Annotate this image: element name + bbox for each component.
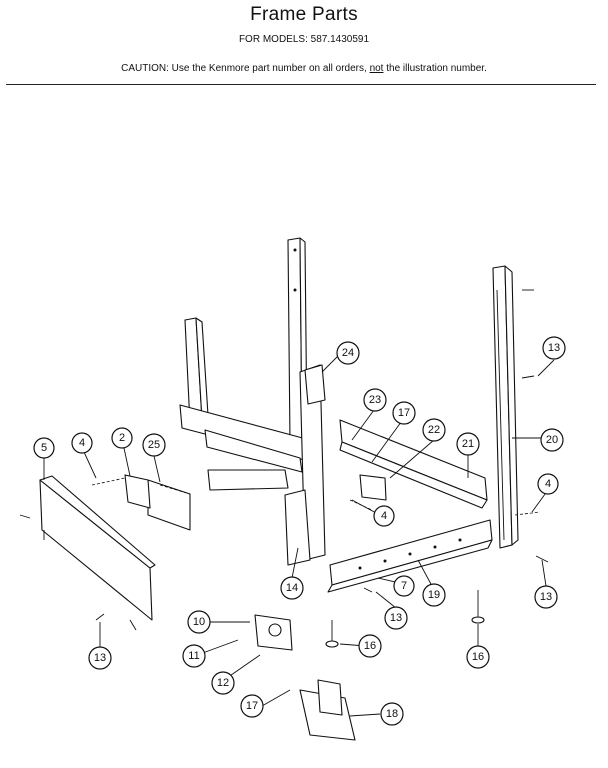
svg-text:20: 20 [546,434,558,446]
svg-text:12: 12 [217,677,229,689]
svg-text:11: 11 [188,650,199,662]
svg-text:4: 4 [381,510,387,522]
svg-text:10: 10 [193,616,205,628]
models-label: FOR MODELS: [238,34,308,45]
svg-text:14: 14 [286,582,298,594]
callout-5: 5 [33,437,55,459]
callout-10: 10 [187,610,211,634]
callout-12: 12 [211,671,235,695]
svg-text:4: 4 [79,437,85,449]
callout-2: 2 [111,427,133,449]
callout-17: 17 [240,694,264,718]
caution-emphasis: not [369,63,384,74]
callout-16: 16 [358,634,382,658]
callout-16: 16 [466,645,490,669]
models-line: FOR MODELS: 587.1430591 [0,34,608,45]
svg-text:16: 16 [364,640,376,652]
main-cross-frame [179,364,326,566]
callout-17: 17 [392,401,416,425]
svg-text:7: 7 [401,580,407,592]
callout-14: 14 [280,576,304,600]
leveling-leg-part-16-left [325,620,339,648]
side-rail-part-21 [339,419,488,509]
svg-text:23: 23 [369,394,381,406]
bracket-part-22 [359,474,387,501]
callout-21: 21 [456,432,480,456]
right-rail-part-20 [492,265,519,549]
leveling-leg-part-16-right [471,590,485,624]
callout-13: 13 [88,646,112,670]
leveler-assembly-part-12 [254,614,293,651]
svg-text:13: 13 [94,652,106,664]
svg-text:13: 13 [548,342,560,354]
callout-13: 13 [534,585,558,609]
svg-text:4: 4 [545,478,551,490]
svg-text:24: 24 [342,347,354,359]
bottom-rail-part-19 [327,519,493,593]
svg-text:13: 13 [540,591,552,603]
caution-note: CAUTION: Use the Kenmore part number on … [0,63,608,74]
page-title: Frame Parts [250,4,358,25]
callout-11: 11 [182,644,206,668]
callout-22: 22 [422,418,446,442]
screw-part-13 [19,289,549,631]
callout-18: 18 [380,702,404,726]
callout-7: 7 [393,575,415,597]
foot-assembly-part-18 [299,679,356,741]
svg-text:17: 17 [246,700,258,712]
caution-text: CAUTION: Use the Kenmore part number on … [121,63,370,74]
callout-24: 24 [336,341,360,365]
svg-text:19: 19 [428,589,440,601]
plate-part-25 [147,479,191,531]
bracket-part-24 [304,364,326,405]
callout-20: 20 [540,428,564,452]
svg-text:25: 25 [148,439,160,451]
svg-text:18: 18 [386,708,398,720]
front-rail-part-5 [39,475,156,621]
svg-text:16: 16 [472,651,484,663]
callout-13: 13 [542,336,566,360]
svg-text:21: 21 [462,438,474,450]
header-divider [6,84,596,85]
callout-13: 13 [384,606,408,630]
svg-text:22: 22 [428,424,440,436]
callout-4: 4 [71,432,93,454]
callout-4: 4 [373,505,395,527]
svg-text:17: 17 [398,407,410,419]
models-value: 587.1430591 [310,34,370,45]
svg-text:5: 5 [41,442,47,454]
callout-4: 4 [537,473,559,495]
svg-text:13: 13 [390,612,402,624]
callout-19: 19 [422,583,446,607]
caution-text-end: the illustration number. [383,63,487,74]
bracket-part-2 [124,474,151,509]
svg-text:2: 2 [119,432,125,444]
callout-25: 25 [142,433,166,457]
callout-23: 23 [363,388,387,412]
